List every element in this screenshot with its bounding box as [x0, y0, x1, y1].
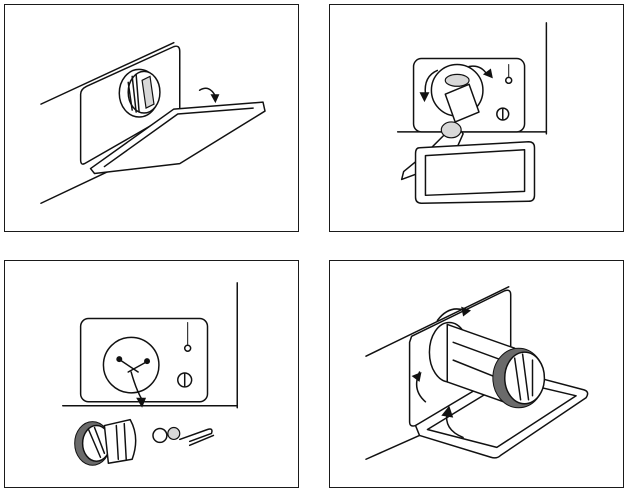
- filter-cap[interactable]: [492, 347, 546, 409]
- flap-inner-edge: [103, 107, 254, 168]
- remove-objects-illustration: [62, 282, 238, 466]
- drain-hose-cap: [504, 76, 513, 85]
- open-flap-illustration: [40, 41, 266, 204]
- drain-hose-cap: [183, 344, 192, 352]
- flap-open[interactable]: [414, 141, 536, 204]
- screw-icon: [127, 361, 147, 373]
- paperclip-icon: [179, 428, 213, 443]
- machine-top-edge: [365, 286, 510, 357]
- step-1-panel: [4, 4, 299, 232]
- filter-knob-grip: [440, 121, 462, 139]
- filter-opening: [102, 336, 160, 394]
- filter-body[interactable]: [444, 83, 480, 123]
- screw-icon: [119, 359, 139, 373]
- coin-icon: [167, 426, 181, 441]
- step-2-panel: [329, 4, 624, 232]
- flap-open[interactable]: [89, 101, 266, 175]
- refit-filter-illustration: [365, 286, 589, 460]
- step-3-panel: [4, 260, 299, 488]
- machine-top-edge: [40, 41, 175, 105]
- filter-removed[interactable]: [74, 418, 137, 466]
- step-4-panel: [329, 260, 624, 488]
- arrow-head: [210, 94, 220, 104]
- machine-floor-edge: [365, 434, 421, 460]
- coin-icon: [152, 427, 168, 444]
- unscrew-filter-illustration: [396, 22, 548, 204]
- filter-cap-top: [444, 73, 470, 87]
- paperclip-icon: [188, 434, 215, 447]
- machine-floor-edge: [40, 167, 116, 204]
- rotate-counterclockwise-arrow-icon: [424, 69, 439, 95]
- filter-cap[interactable]: [118, 68, 161, 118]
